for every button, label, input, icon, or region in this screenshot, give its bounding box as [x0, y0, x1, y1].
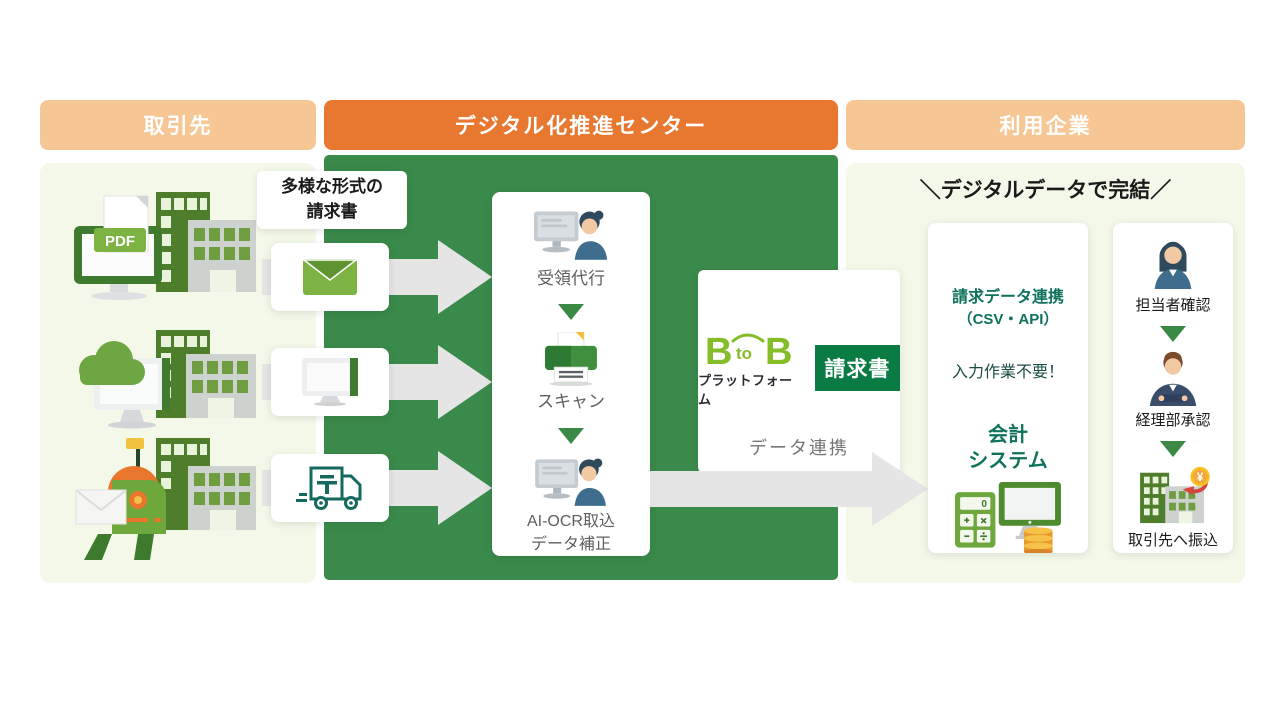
operator-at-pc-icon	[535, 458, 606, 506]
scanner-printer-icon	[545, 332, 597, 387]
btob-logo-to: to	[736, 344, 752, 363]
invoice-data-link-label: 請求データ連携	[951, 289, 1064, 306]
approval-step-label: 取引先へ振込	[1127, 532, 1218, 549]
mailbox-building-icon	[75, 438, 256, 560]
operator-at-pc-icon	[533, 210, 608, 260]
approval-flow-card: 担当者確認 経理部承認 ¥	[1113, 223, 1233, 553]
bank-transfer-building-icon: ¥	[1140, 466, 1210, 524]
note-invoice-formats-label: 多様な形式の 請求書	[281, 177, 383, 221]
header-partners: 取引先	[40, 100, 316, 150]
male-manager-icon	[1149, 351, 1197, 406]
web-monitor-icon	[302, 358, 358, 406]
accounting-system-icon: 0	[955, 482, 1061, 553]
no-input-label: 入力作業不要！	[951, 364, 1064, 382]
step-label: 受領代行	[537, 268, 605, 288]
pdf-monitor-building-icon: PDF	[74, 192, 256, 300]
btob-logo-mark: B to B	[705, 331, 792, 372]
btob-logo: B to B プラットフォーム 請求書	[698, 328, 900, 408]
down-arrow-icon	[558, 427, 584, 444]
btob-logo-b1: B	[705, 331, 732, 372]
digital-complete-headline: ＼デジタルデータで完結／	[846, 174, 1245, 204]
header-digital-center-label: デジタル化推進センター	[454, 115, 708, 138]
down-arrow-icon	[1160, 326, 1186, 342]
data-link-caption: データ連携	[749, 438, 849, 458]
data-link-card: 請求データ連携 （CSV・API） 入力作業不要！ 会計 システム 0	[928, 223, 1088, 553]
approval-step-label: 担当者確認	[1135, 297, 1211, 314]
down-arrow-icon	[558, 304, 584, 321]
csv-api-label: （CSV・API）	[957, 311, 1059, 329]
calc-display: 0	[981, 500, 987, 511]
process-card: 受領代行 スキャン AI-OCR取込 データ補正	[492, 192, 650, 556]
step-label: AI-OCR取込 データ補正	[526, 512, 615, 553]
btob-logo-sub: プラットフォーム	[698, 373, 793, 407]
postal-truck-icon	[296, 466, 362, 510]
note-invoice-formats: 多様な形式の 請求書	[257, 171, 407, 229]
flow-arrow-icon	[650, 452, 928, 526]
btob-logo-b2: B	[765, 331, 792, 372]
header-digital-center: デジタル化推進センター	[324, 100, 838, 150]
mail-envelope-icon	[303, 259, 357, 295]
pdf-label: PDF	[105, 233, 135, 250]
yen-symbol: ¥	[1197, 471, 1204, 484]
step-label: スキャン	[537, 392, 605, 412]
cloud-monitor-building-icon	[79, 330, 256, 429]
approval-step-label: 経理部承認	[1135, 412, 1211, 429]
channel-post-box	[271, 454, 389, 522]
channel-web-box	[271, 348, 389, 416]
header-users-label: 利用企業	[999, 115, 1092, 138]
header-partners-label: 取引先	[143, 115, 213, 138]
header-users: 利用企業	[846, 100, 1245, 150]
channel-mail-box	[271, 243, 389, 311]
down-arrow-icon	[1160, 441, 1186, 457]
digital-complete-label: ＼デジタルデータで完結／	[919, 179, 1172, 202]
invoice-badge: 請求書	[814, 345, 900, 391]
accounting-system-label: 会計 システム	[968, 424, 1048, 473]
btob-platform-card: B to B プラットフォーム 請求書 データ連携	[698, 270, 900, 473]
female-staff-icon	[1154, 241, 1192, 289]
